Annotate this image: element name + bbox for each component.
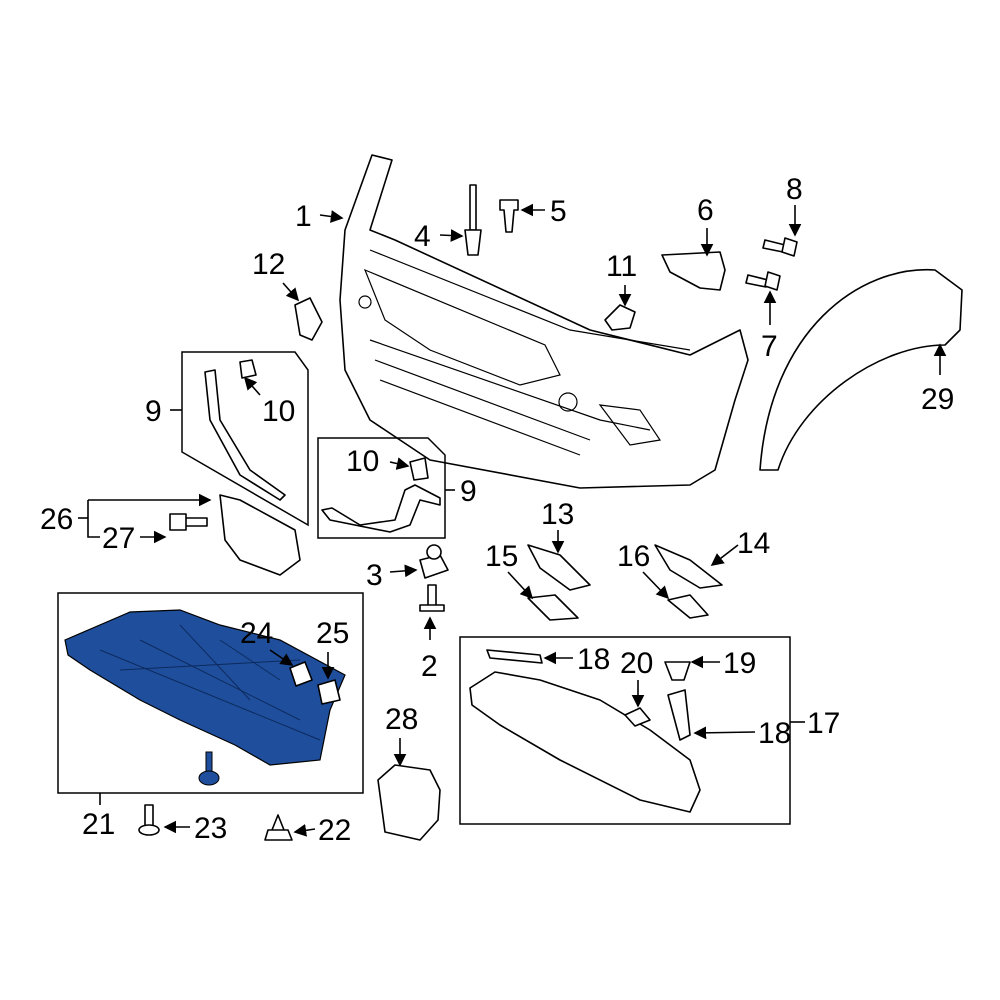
callout-19: 19 — [723, 647, 756, 680]
bracket-part[interactable] — [219, 494, 301, 576]
pin-part[interactable] — [464, 184, 482, 256]
callout-11: 11 — [606, 250, 637, 283]
callout-27: 27 — [102, 522, 135, 555]
trim-part[interactable] — [654, 544, 723, 589]
bumper-cover-part[interactable] — [339, 154, 749, 489]
absorber-part[interactable] — [469, 671, 701, 813]
clip-part[interactable] — [239, 359, 257, 379]
callouts: 1 2 3 4 5 6 7 8 9 9 10 10 11 12 13 14 15… — [40, 173, 954, 847]
clip-part[interactable] — [499, 199, 519, 233]
group-box — [459, 636, 791, 825]
callout-24: 24 — [240, 617, 273, 650]
callout-9: 9 — [145, 395, 162, 428]
callout-8: 8 — [786, 173, 803, 206]
callout-21: 21 — [82, 808, 115, 841]
callout-26: 26 — [40, 503, 73, 536]
callout-2: 2 — [421, 650, 438, 683]
callout-5: 5 — [550, 195, 567, 228]
callout-17: 17 — [807, 707, 840, 740]
callout-18: 18 — [758, 717, 791, 750]
splash-shield-part[interactable] — [64, 609, 346, 766]
clip-part[interactable] — [409, 457, 429, 481]
leader-lines — [99, 203, 947, 837]
callout-20: 20 — [620, 647, 653, 680]
callout-23: 23 — [194, 812, 227, 845]
callout-10: 10 — [346, 445, 379, 478]
callout-12: 12 — [252, 248, 285, 281]
bracket-part[interactable] — [294, 297, 323, 341]
callout-3: 3 — [366, 559, 383, 592]
nut-part[interactable] — [317, 679, 341, 705]
bolt-part[interactable] — [762, 237, 798, 257]
bolt-part[interactable] — [169, 513, 208, 531]
trim-part[interactable] — [486, 649, 543, 664]
trim-part[interactable] — [527, 544, 591, 591]
callout-25: 25 — [316, 617, 349, 650]
callout-13: 13 — [541, 498, 574, 531]
callout-14: 14 — [737, 527, 770, 560]
trim-part[interactable] — [667, 689, 691, 741]
callout-6: 6 — [697, 194, 714, 227]
group-box — [317, 437, 446, 539]
callout-28: 28 — [385, 703, 418, 736]
group-box — [181, 351, 309, 527]
callout-1: 1 — [295, 200, 312, 233]
bracket-part[interactable] — [661, 251, 726, 291]
clip-part[interactable] — [604, 304, 636, 331]
callout-15: 15 — [485, 540, 518, 573]
callout-10: 10 — [262, 395, 295, 428]
callout-22: 22 — [318, 814, 351, 847]
callout-4: 4 — [414, 220, 431, 253]
trim-part[interactable] — [527, 594, 579, 621]
callout-9: 9 — [460, 475, 477, 508]
bolt-part[interactable] — [138, 804, 160, 836]
callout-18: 18 — [577, 643, 610, 676]
clip-part[interactable] — [664, 661, 691, 681]
clip-part[interactable] — [264, 814, 293, 841]
bolt-part[interactable] — [419, 584, 445, 612]
bolt-part[interactable] — [745, 271, 781, 291]
callout-29: 29 — [921, 383, 954, 416]
group-box — [57, 592, 364, 794]
callout-16: 16 — [617, 540, 650, 573]
bolt-part[interactable] — [198, 751, 220, 786]
callout-7: 7 — [761, 330, 778, 363]
clip-part[interactable] — [624, 707, 651, 727]
nut-part[interactable] — [289, 661, 313, 687]
sensor-part[interactable] — [377, 764, 441, 841]
wheel-opening-molding-part[interactable] — [759, 268, 963, 471]
garnish-part[interactable] — [321, 484, 441, 533]
trim-part[interactable] — [667, 594, 709, 619]
garnish-part[interactable] — [204, 369, 286, 501]
